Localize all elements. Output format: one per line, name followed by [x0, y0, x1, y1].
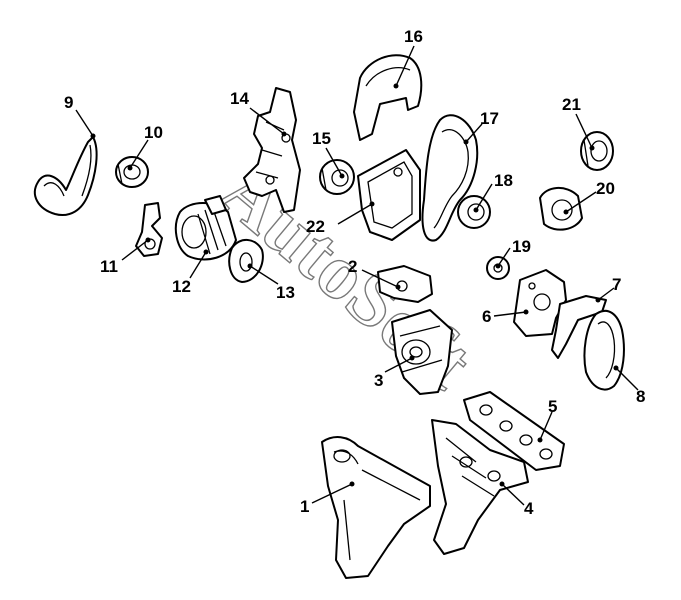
callout-5: 5	[548, 397, 557, 416]
part-11-tensioner-bracket	[135, 202, 163, 257]
callout-20: 20	[596, 179, 615, 198]
callout-7: 7	[612, 275, 621, 294]
callout-labels: 1 2 3 4 5 6 7 8 9 10 11 12 13 14 15 16 1…	[64, 27, 645, 518]
callout-6: 6	[482, 307, 491, 326]
callout-9: 9	[64, 93, 73, 112]
callout-1: 1	[300, 497, 309, 516]
callout-2: 2	[348, 257, 357, 276]
part-20-pump	[539, 187, 583, 231]
part-7-gasket	[551, 295, 607, 359]
part-6-housing-plate	[513, 269, 567, 337]
part-21-pulley	[580, 131, 614, 171]
part-5-manifold-gasket	[463, 391, 565, 471]
callout-22: 22	[306, 217, 325, 236]
part-12-alternator	[174, 195, 237, 261]
part-13-pulley	[228, 239, 264, 283]
part-4-exhaust-manifold	[431, 419, 529, 555]
callout-13: 13	[276, 283, 295, 302]
part-22-timing-cover-lower	[357, 149, 421, 241]
callout-12: 12	[172, 277, 191, 296]
part-9-drive-belt	[33, 136, 98, 216]
part-15-pulley	[319, 159, 355, 195]
part-14-mounting-bracket	[243, 87, 301, 213]
part-1-heat-shield	[321, 436, 431, 579]
callout-4: 4	[524, 499, 534, 518]
callout-8: 8	[636, 387, 645, 406]
callout-15: 15	[312, 129, 331, 148]
part-17-timing-belt	[421, 114, 479, 242]
callout-3: 3	[374, 371, 383, 390]
callout-16: 16	[404, 27, 423, 46]
part-8-seal-ring	[583, 309, 625, 391]
callout-19: 19	[512, 237, 531, 256]
callout-14: 14	[230, 89, 249, 108]
leader-lines	[75, 45, 639, 506]
callout-18: 18	[494, 171, 513, 190]
part-18-tensioner-pulley	[457, 195, 491, 229]
callout-17: 17	[480, 109, 499, 128]
part-10-idler-pulley	[115, 156, 149, 188]
callout-11: 11	[100, 257, 118, 276]
callout-10: 10	[144, 123, 163, 142]
part-3-water-pump	[391, 309, 453, 395]
part-16-timing-cover-upper	[353, 54, 423, 141]
callout-21: 21	[562, 95, 581, 114]
